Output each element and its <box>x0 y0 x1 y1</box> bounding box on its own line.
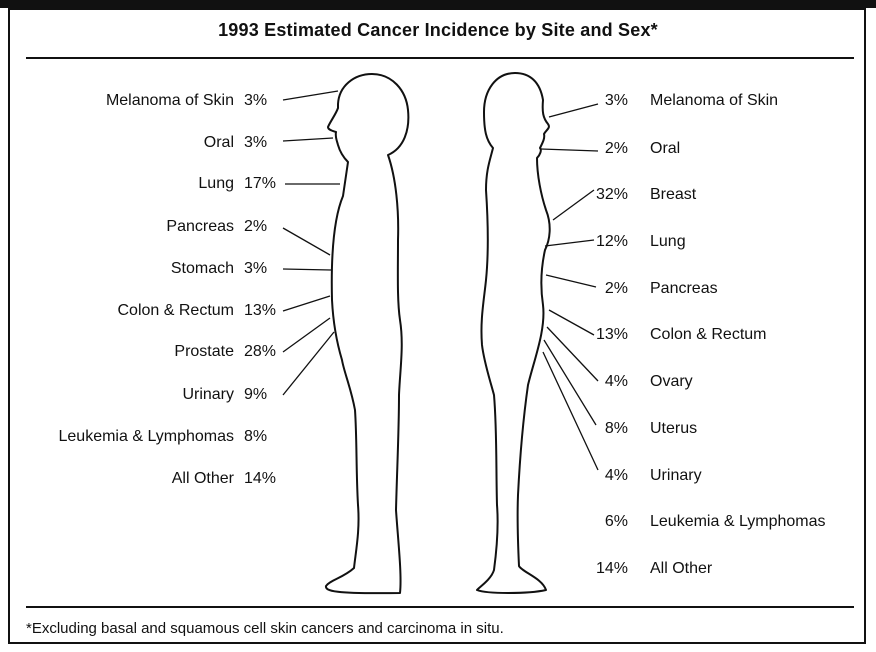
male-site-percent: 28% <box>244 343 276 361</box>
male-site-percent: 17% <box>244 175 276 193</box>
female-site-percent: 2% <box>568 280 628 298</box>
male-site-label: Melanoma of Skin <box>0 92 234 110</box>
male-site-percent: 3% <box>244 260 267 278</box>
female-site-percent: 2% <box>568 140 628 158</box>
male-site-percent: 3% <box>244 92 267 110</box>
male-site-label: Oral <box>0 134 234 152</box>
male-site-percent: 9% <box>244 386 267 404</box>
male-site-percent: 14% <box>244 470 276 488</box>
female-site-label: Pancreas <box>650 280 718 298</box>
female-site-label: Urinary <box>650 467 702 485</box>
female-site-percent: 3% <box>568 92 628 110</box>
leader-lines <box>283 91 598 470</box>
male-site-label: Urinary <box>0 386 234 404</box>
male-site-label: All Other <box>0 470 234 488</box>
female-site-label: Melanoma of Skin <box>650 92 778 110</box>
male-site-percent: 8% <box>244 428 267 446</box>
female-site-label: Leukemia & Lymphomas <box>650 513 826 531</box>
female-site-label: Ovary <box>650 373 693 391</box>
male-site-percent: 13% <box>244 302 276 320</box>
female-site-percent: 14% <box>568 560 628 578</box>
female-site-label: Oral <box>650 140 680 158</box>
male-site-label: Leukemia & Lymphomas <box>0 428 234 446</box>
male-site-percent: 3% <box>244 134 267 152</box>
female-site-percent: 32% <box>568 186 628 204</box>
female-site-percent: 8% <box>568 420 628 438</box>
female-silhouette <box>477 73 550 593</box>
male-site-label: Pancreas <box>0 218 234 236</box>
male-site-label: Stomach <box>0 260 234 278</box>
male-site-label: Lung <box>0 175 234 193</box>
female-site-percent: 4% <box>568 467 628 485</box>
female-site-percent: 12% <box>568 233 628 251</box>
male-site-label: Colon & Rectum <box>0 302 234 320</box>
female-site-label: All Other <box>650 560 712 578</box>
female-site-percent: 6% <box>568 513 628 531</box>
female-site-percent: 4% <box>568 373 628 391</box>
female-site-percent: 13% <box>568 326 628 344</box>
male-site-label: Prostate <box>0 343 234 361</box>
male-silhouette <box>326 74 408 593</box>
female-site-label: Breast <box>650 186 696 204</box>
male-site-percent: 2% <box>244 218 267 236</box>
female-site-label: Colon & Rectum <box>650 326 767 344</box>
female-site-label: Lung <box>650 233 686 251</box>
female-site-label: Uterus <box>650 420 697 438</box>
